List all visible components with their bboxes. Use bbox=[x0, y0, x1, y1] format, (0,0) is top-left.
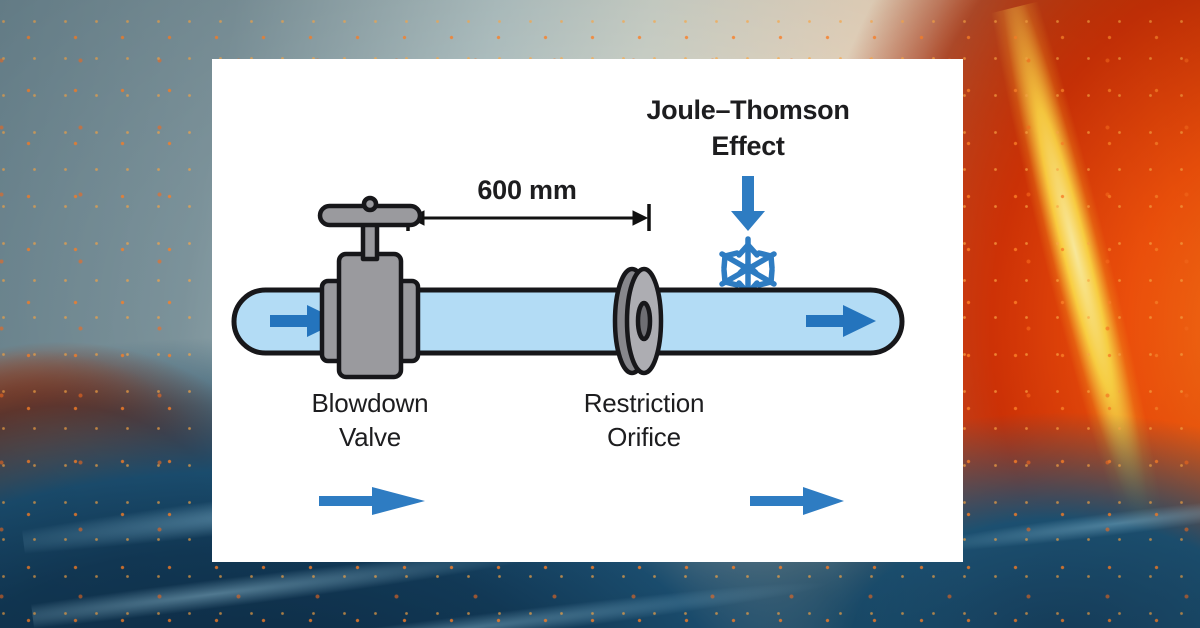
blowdown-valve-label-line2: Valve bbox=[339, 422, 401, 452]
joule-thomson-title-line2: Effect bbox=[711, 131, 785, 161]
pipeline-diagram: Joule–Thomson Effect bbox=[231, 95, 905, 515]
diagram-card: Joule–Thomson Effect bbox=[212, 59, 963, 562]
restriction-orifice-label-line1: Restriction bbox=[584, 388, 705, 418]
bottom-arrow-left-icon bbox=[319, 487, 425, 515]
blowdown-valve-icon bbox=[317, 195, 423, 380]
restriction-orifice-icon bbox=[612, 266, 664, 376]
restriction-orifice-label-line2: Orifice bbox=[607, 422, 681, 452]
down-arrow-icon bbox=[731, 176, 765, 231]
dimension-label: 600 mm bbox=[477, 175, 576, 205]
dimension-line bbox=[406, 204, 651, 231]
flow-arrow-outlet-icon bbox=[806, 305, 876, 337]
joule-thomson-title-line1: Joule–Thomson bbox=[646, 95, 849, 125]
bottom-arrow-right-icon bbox=[750, 487, 844, 515]
blowdown-valve-label-line1: Blowdown bbox=[312, 388, 429, 418]
